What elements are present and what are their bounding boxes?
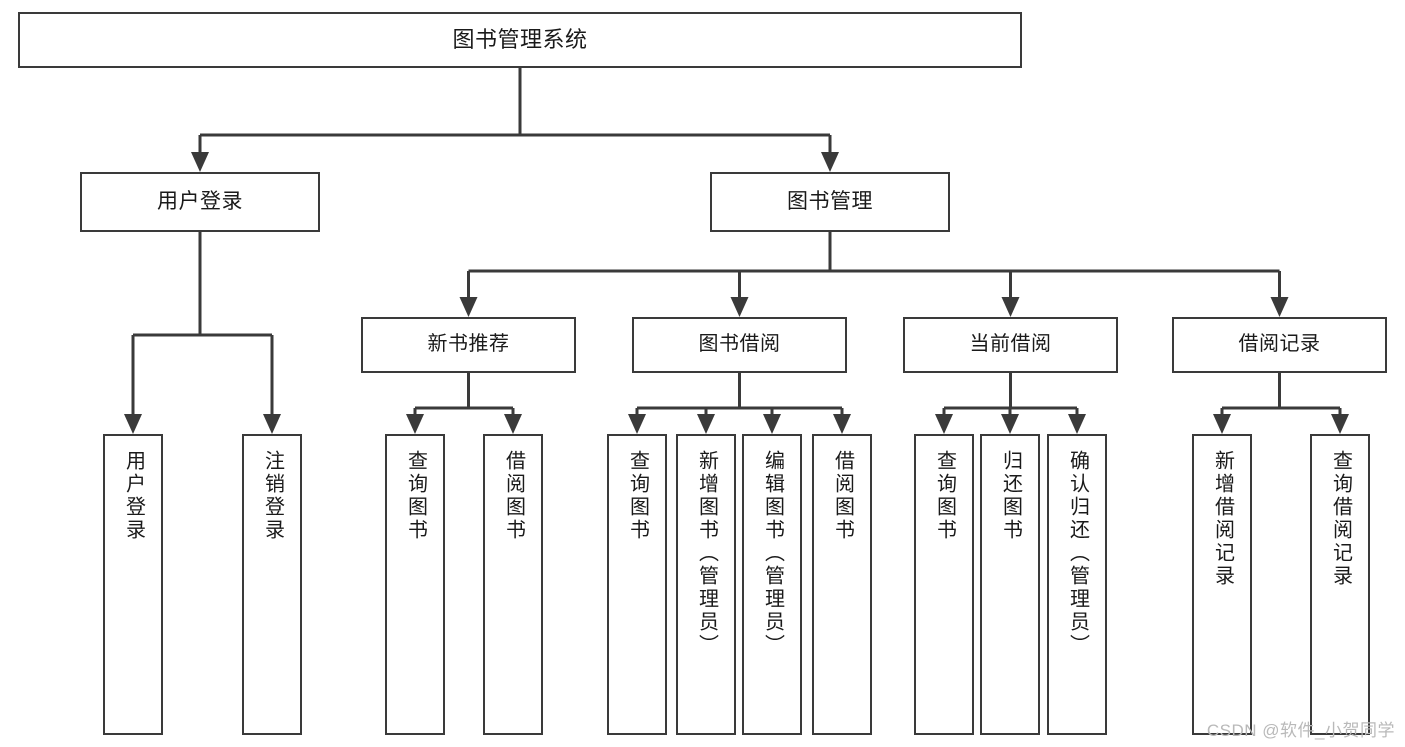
connector-arrowhead-new-book-recommend-1	[504, 414, 522, 434]
node-label-leaf-borrow-book-1: 借阅图书	[502, 450, 525, 542]
node-label-leaf-confirm-return: 确认归还（管理员）	[1066, 450, 1089, 657]
node-new-book-recommend[interactable]: 新书推荐	[361, 317, 576, 373]
node-label-root: 图书管理系统	[452, 27, 588, 53]
node-label-leaf-add-record: 新增借阅记录	[1211, 450, 1234, 588]
node-leaf-confirm-return[interactable]: 确认归还（管理员）	[1047, 434, 1107, 735]
node-leaf-query-book-1[interactable]: 查询图书	[385, 434, 445, 735]
node-leaf-query-book-2[interactable]: 查询图书	[607, 434, 667, 735]
node-label-book-borrow: 图书借阅	[698, 333, 781, 356]
connector-arrowhead-borrow-record-1	[1331, 414, 1349, 434]
connector-arrowhead-book-borrow-3	[833, 414, 851, 434]
connector-arrowhead-book-borrow-0	[628, 414, 646, 434]
connector-arrowhead-book-management-0	[459, 297, 478, 317]
connector-arrowhead-root-0	[191, 152, 209, 172]
connector-arrowhead-user-login-1	[263, 414, 281, 434]
node-label-leaf-query-record: 查询借阅记录	[1329, 450, 1352, 588]
node-label-leaf-return-book: 归还图书	[999, 450, 1022, 542]
node-label-book-management: 图书管理	[787, 189, 873, 213]
connector-arrowhead-new-book-recommend-0	[406, 414, 424, 434]
node-user-login[interactable]: 用户登录	[80, 172, 320, 232]
connector-arrowhead-book-borrow-2	[763, 414, 781, 434]
node-label-user-login: 用户登录	[157, 189, 243, 213]
node-book-borrow[interactable]: 图书借阅	[632, 317, 847, 373]
node-leaf-return-book[interactable]: 归还图书	[980, 434, 1040, 735]
connector-arrowhead-current-borrow-2	[1068, 414, 1086, 434]
node-leaf-user-login[interactable]: 用户登录	[103, 434, 163, 735]
node-leaf-add-record[interactable]: 新增借阅记录	[1192, 434, 1252, 735]
connector-arrowhead-book-management-3	[1270, 297, 1289, 317]
node-leaf-borrow-book-2[interactable]: 借阅图书	[812, 434, 872, 735]
node-label-current-borrow: 当前借阅	[969, 333, 1052, 356]
connector-arrowhead-book-borrow-1	[697, 414, 715, 434]
connector-arrowhead-current-borrow-1	[1001, 414, 1019, 434]
node-label-leaf-add-book: 新增图书（管理员）	[695, 450, 718, 657]
node-label-leaf-query-book-2: 查询图书	[626, 450, 649, 542]
node-leaf-query-record[interactable]: 查询借阅记录	[1310, 434, 1370, 735]
node-book-management[interactable]: 图书管理	[710, 172, 950, 232]
node-label-new-book-recommend: 新书推荐	[427, 333, 510, 356]
node-label-leaf-query-book-3: 查询图书	[933, 450, 956, 542]
connector-arrowhead-root-1	[821, 152, 839, 172]
node-label-leaf-user-login: 用户登录	[122, 450, 145, 542]
connector-arrowhead-book-management-1	[730, 297, 749, 317]
connector-arrowhead-book-management-2	[1001, 297, 1020, 317]
node-label-leaf-logout: 注销登录	[261, 450, 284, 542]
node-label-leaf-edit-book: 编辑图书（管理员）	[761, 450, 784, 657]
node-label-leaf-query-book-1: 查询图书	[404, 450, 427, 542]
node-borrow-record[interactable]: 借阅记录	[1172, 317, 1387, 373]
node-leaf-add-book[interactable]: 新增图书（管理员）	[676, 434, 736, 735]
node-label-leaf-borrow-book-2: 借阅图书	[831, 450, 854, 542]
connector-arrowhead-borrow-record-0	[1213, 414, 1231, 434]
node-leaf-logout[interactable]: 注销登录	[242, 434, 302, 735]
node-leaf-edit-book[interactable]: 编辑图书（管理员）	[742, 434, 802, 735]
connector-arrowhead-current-borrow-0	[935, 414, 953, 434]
connector-arrowhead-user-login-0	[124, 414, 142, 434]
node-leaf-query-book-3[interactable]: 查询图书	[914, 434, 974, 735]
node-leaf-borrow-book-1[interactable]: 借阅图书	[483, 434, 543, 735]
node-label-borrow-record: 借阅记录	[1238, 333, 1321, 356]
node-current-borrow[interactable]: 当前借阅	[903, 317, 1118, 373]
node-root[interactable]: 图书管理系统	[18, 12, 1022, 68]
watermark-text: CSDN @软件_小贺同学	[1206, 721, 1395, 740]
